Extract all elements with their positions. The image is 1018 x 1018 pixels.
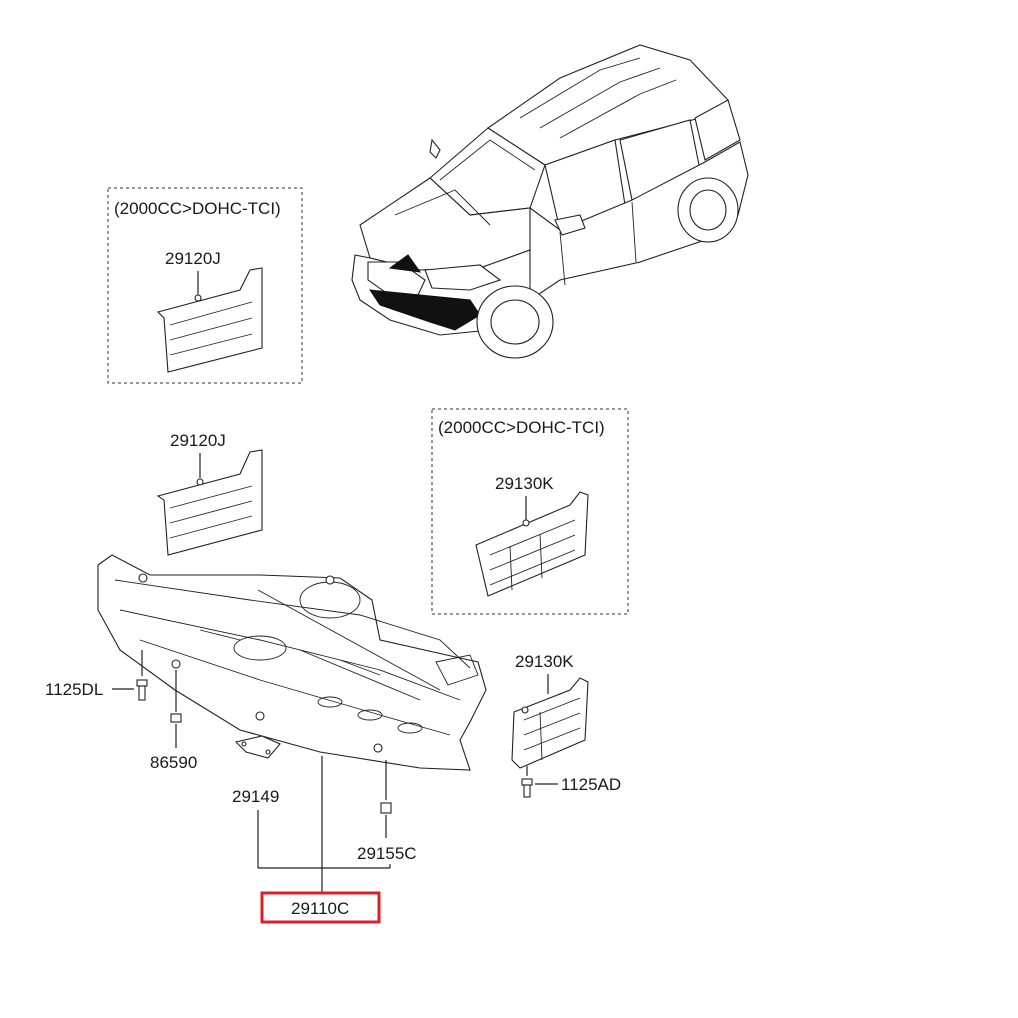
bolt-1125ad: 1125AD (521, 766, 621, 798)
part-label-29120j-top: 29120J (165, 249, 221, 268)
part-label-1125ad: 1125AD (561, 775, 621, 794)
variant-group-1-title: (2000CC>DOHC-TCI) (114, 199, 281, 218)
part-label-29110c: 29110C (291, 899, 349, 918)
clip-29155c: 29155C (357, 760, 417, 863)
bracket-29120j-top (156, 267, 263, 373)
part-label-29130k-right: 29130K (515, 652, 574, 671)
part-label-29155c: 29155C (357, 844, 417, 863)
clip-86590: 86590 (150, 670, 197, 772)
engine-under-cover (97, 554, 487, 771)
part-label-29149: 29149 (232, 787, 279, 806)
part-label-29120j-mid: 29120J (170, 431, 226, 450)
vehicle-illustration (351, 44, 749, 359)
part-label-1125dl: 1125DL (45, 680, 103, 699)
variant-group-2-title: (2000CC>DOHC-TCI) (438, 418, 605, 437)
variant-group-1: (2000CC>DOHC-TCI) 29120J (107, 187, 303, 384)
screw-1125dl: 1125DL (45, 650, 148, 701)
variant-group-2: (2000CC>DOHC-TCI) 29130K (431, 408, 629, 615)
highlighted-part-29110c: 29110C (260, 891, 381, 924)
part-label-29130k-box: 29130K (495, 474, 554, 493)
bracket-29130k-right: 29130K (511, 652, 589, 769)
bracket-29120j-mid: 29120J (156, 431, 263, 556)
leader-lines-29110c (257, 756, 391, 893)
part-29149: 29149 (232, 735, 281, 806)
part-label-86590: 86590 (150, 753, 197, 772)
bracket-29130k-box (475, 491, 589, 597)
